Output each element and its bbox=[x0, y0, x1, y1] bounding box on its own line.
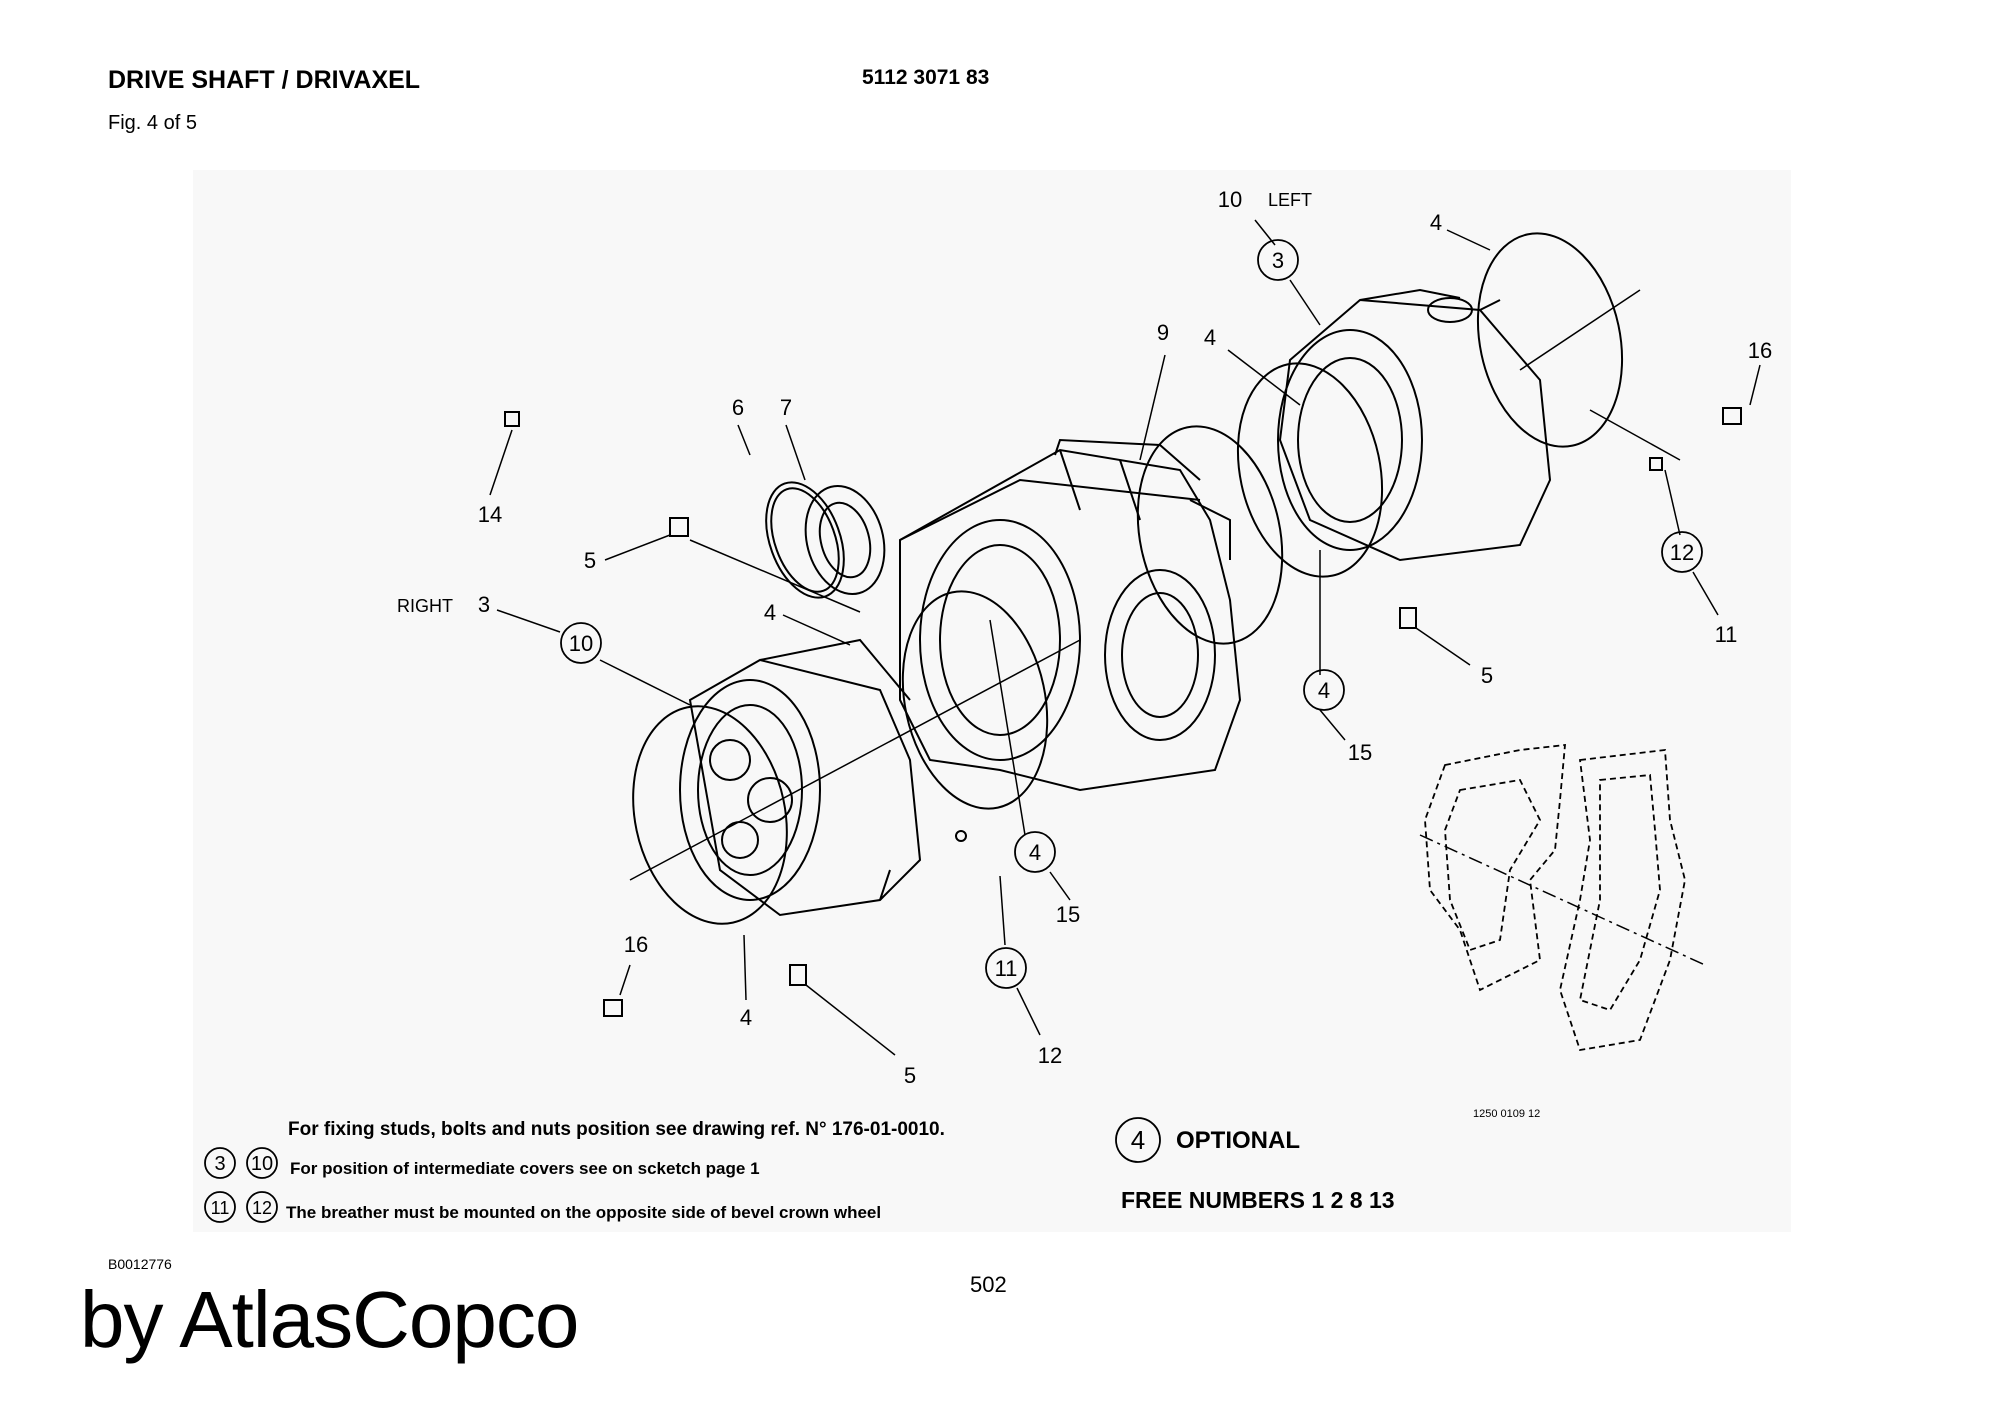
callout-15-b: 15 bbox=[1056, 902, 1080, 927]
callout-16-lower: 16 bbox=[624, 932, 648, 957]
callout-3-right: 3 bbox=[478, 592, 490, 617]
callout-10-left: 10 bbox=[1218, 187, 1242, 212]
callout-circle-4-a: 4 bbox=[1318, 678, 1330, 703]
callout-11-upper: 11 bbox=[1715, 622, 1738, 647]
small-parts bbox=[504, 407, 1742, 1017]
part-number: 5112 3071 83 bbox=[862, 66, 990, 89]
callout-9: 9 bbox=[1157, 320, 1169, 345]
callout-circles bbox=[204, 239, 1703, 1223]
note-fixing-studs: For fixing studs, bolts and nuts positio… bbox=[288, 1119, 945, 1140]
label-right: RIGHT bbox=[397, 596, 453, 616]
figure-index: Fig. 4 of 5 bbox=[108, 112, 197, 134]
exploded-drawing-svg: 14 6 7 5 RIGHT 3 10 4 9 4 10 LEFT 3 4 16… bbox=[204, 187, 1772, 1223]
left-cover bbox=[1277, 288, 1552, 562]
note-breather: The breather must be mounted on the oppo… bbox=[286, 1203, 881, 1222]
callout-circle-12-upper: 12 bbox=[1670, 540, 1694, 565]
label-free-numbers: FREE NUMBERS 1 2 8 13 bbox=[1121, 1187, 1395, 1213]
axis-lines bbox=[629, 289, 1681, 881]
drawing-reference: 1250 0109 12 bbox=[1473, 1108, 1540, 1120]
optional-circle-4: 4 bbox=[1131, 1125, 1145, 1155]
exploded-drawing: 14 6 7 5 RIGHT 3 10 4 9 4 10 LEFT 3 4 16… bbox=[193, 170, 1791, 1232]
document-id: B0012776 bbox=[108, 1256, 172, 1272]
callout-6: 6 bbox=[732, 395, 744, 420]
callout-5-right: 5 bbox=[1481, 663, 1493, 688]
callout-4-c: 4 bbox=[1430, 210, 1442, 235]
page-number: 502 bbox=[970, 1272, 1007, 1297]
label-optional: OPTIONAL bbox=[1176, 1127, 1300, 1154]
callout-circle-3-left: 3 bbox=[1272, 248, 1284, 273]
callout-circle-10-right: 10 bbox=[569, 631, 593, 656]
callout-5-upper: 5 bbox=[584, 548, 596, 573]
leader-lines bbox=[489, 219, 1761, 1056]
page-title: DRIVE SHAFT / DRIVAXEL bbox=[108, 66, 421, 94]
note-circle-10: 10 bbox=[251, 1153, 273, 1175]
right-cover bbox=[679, 638, 922, 917]
callout-14: 14 bbox=[478, 502, 502, 527]
callout-7: 7 bbox=[780, 395, 792, 420]
central-housing bbox=[899, 438, 1242, 792]
note-circle-12: 12 bbox=[252, 1198, 272, 1218]
brand-wordmark: by AtlasCopco bbox=[80, 1275, 579, 1364]
callout-15-a: 15 bbox=[1348, 740, 1372, 765]
note-circle-3: 3 bbox=[214, 1153, 225, 1175]
o-rings bbox=[632, 232, 1624, 925]
callout-4-d: 4 bbox=[740, 1005, 752, 1030]
callout-12-lower: 12 bbox=[1038, 1043, 1062, 1068]
callout-16-upper: 16 bbox=[1748, 338, 1772, 363]
gasket-sketch bbox=[1424, 743, 1686, 1052]
label-left: LEFT bbox=[1268, 190, 1312, 210]
note-circle-11: 11 bbox=[211, 1198, 230, 1218]
callout-5-lower: 5 bbox=[904, 1063, 916, 1088]
callout-circle-4-b: 4 bbox=[1029, 840, 1041, 865]
note-intermediate-covers: For position of intermediate covers see … bbox=[290, 1159, 760, 1178]
callout-4-a: 4 bbox=[764, 600, 776, 625]
callout-4-b: 4 bbox=[1204, 325, 1216, 350]
callout-circle-11-lower: 11 bbox=[995, 956, 1018, 981]
